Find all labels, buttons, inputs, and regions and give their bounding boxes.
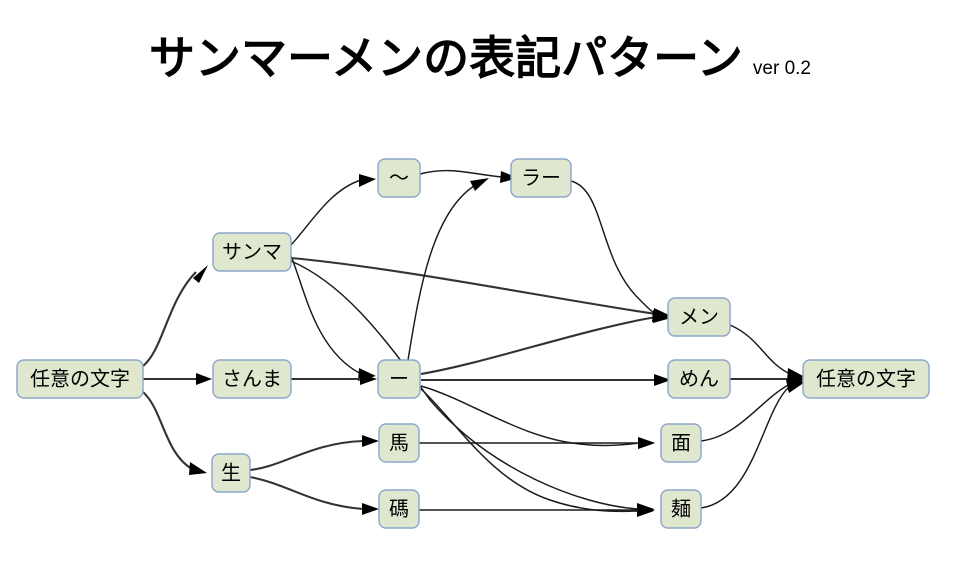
arrowhead-icon — [189, 462, 207, 475]
node-uma[interactable]: 馬 — [378, 423, 420, 463]
node-end-label: 任意の文字 — [816, 367, 916, 391]
node-nama-label: 生 — [221, 461, 241, 485]
edges-layer — [142, 169, 805, 517]
node-sanma-katakana-label: サンマ — [222, 240, 282, 264]
node-men-kanji1-label: 面 — [671, 431, 691, 455]
arrowhead-icon — [193, 265, 208, 283]
node-men-kanji1[interactable]: 面 — [660, 423, 702, 463]
arrowhead-icon — [500, 171, 518, 183]
node-nama[interactable]: 生 — [211, 453, 251, 493]
node-uma-label: 馬 — [389, 431, 409, 455]
node-men-hiragana[interactable]: めん — [667, 359, 731, 399]
edge-start-to-nama — [142, 391, 193, 470]
arrowhead-icon — [786, 380, 805, 393]
edge-nama-to-uma — [249, 439, 364, 472]
node-sanma-hiragana[interactable]: さんま — [212, 359, 292, 399]
node-raa[interactable]: ラー — [510, 158, 572, 198]
node-wave[interactable]: 〜 — [377, 158, 421, 198]
edge-chouon-to-men-katakana — [420, 315, 657, 376]
node-men-kanji2-label: 麺 — [671, 497, 691, 521]
node-ba[interactable]: 碼 — [378, 489, 420, 529]
arrowhead-icon — [362, 503, 379, 515]
arrowhead-icon — [362, 435, 379, 447]
node-men-hiragana-label: めん — [679, 367, 719, 391]
node-raa-label: ラー — [521, 166, 561, 190]
edge-sanma-katakana-to-men-kanji2 — [290, 260, 639, 510]
arrowhead-icon — [654, 374, 671, 386]
version-label: ver 0.2 — [752, 58, 811, 79]
edge-raa-to-men-katakana — [570, 180, 658, 316]
edge-chouon-to-men-kanji1 — [420, 385, 640, 447]
arrowhead-icon — [638, 437, 655, 449]
edge-men-katakana-to-end — [729, 324, 791, 375]
node-men-katakana[interactable]: メン — [667, 297, 731, 337]
node-men-katakana-label: メン — [679, 305, 719, 329]
arrowhead-icon — [359, 174, 376, 187]
edge-men-kanji2-to-end — [700, 385, 791, 509]
node-end[interactable]: 任意の文字 — [802, 359, 930, 399]
nodes-layer: 任意の文字 サンマ さんま 生 〜 ー — [16, 158, 930, 529]
edge-chouon-to-men-kanji2 — [420, 388, 639, 513]
edge-sanma-katakana-to-chouon — [290, 255, 362, 375]
edge-chouon-to-raa — [407, 185, 475, 361]
edge-wave-to-raa — [419, 169, 503, 178]
arrowhead-icon — [638, 504, 655, 516]
arrowhead-icon — [360, 373, 377, 385]
node-chouon-label: ー — [389, 367, 409, 391]
arrowhead-icon — [652, 310, 671, 322]
node-wave-label: 〜 — [389, 166, 409, 190]
node-chouon[interactable]: ー — [377, 359, 421, 399]
edge-nama-to-ba — [249, 475, 364, 511]
node-start[interactable]: 任意の文字 — [16, 359, 144, 399]
edge-start-to-sanma-katakana — [142, 271, 197, 367]
node-ba-label: 碼 — [389, 497, 409, 521]
edge-sanma-katakana-to-men-katakana — [290, 256, 657, 316]
title-text: サンマーメンの表記パターン — [149, 31, 743, 85]
page-title: サンマーメンの表記パターン ver 0.2 — [0, 22, 960, 88]
arrowhead-icon — [470, 178, 489, 191]
node-men-kanji2[interactable]: 麺 — [660, 489, 702, 529]
edge-sanma-katakana-to-wave — [290, 179, 362, 246]
node-sanma-hiragana-label: さんま — [222, 367, 282, 391]
node-start-label: 任意の文字 — [30, 367, 130, 391]
node-sanma-katakana[interactable]: サンマ — [212, 232, 292, 272]
edge-men-kanji1-to-end — [700, 383, 791, 442]
arrowhead-icon — [196, 373, 212, 385]
